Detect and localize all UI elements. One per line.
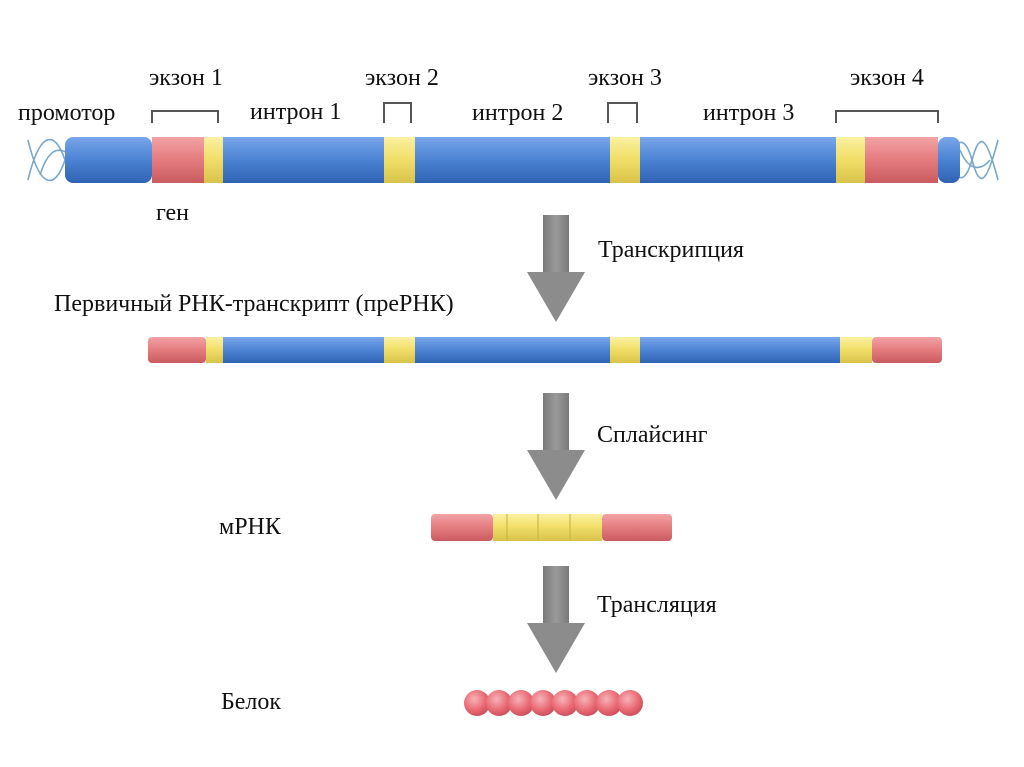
pre-rna-intron-2 — [415, 337, 610, 363]
exon-4-label: экзон 4 — [850, 65, 924, 91]
exon-4-utr — [836, 137, 865, 183]
splicing-label: Сплайсинг — [597, 422, 708, 448]
exon-4-bracket — [835, 110, 939, 123]
splicing-arrow — [527, 393, 585, 500]
gene-label: ген — [156, 200, 189, 226]
protein-bead — [617, 690, 643, 716]
mrna-exon-2 — [507, 514, 538, 541]
pre-rna-intron-3 — [640, 337, 840, 363]
protein-bead — [574, 690, 600, 716]
pre-rna-bar — [148, 337, 942, 363]
exon-1-coding — [152, 137, 204, 183]
exon-2-bracket — [383, 102, 412, 123]
translation-arrow — [527, 566, 585, 673]
protein-bead — [552, 690, 578, 716]
exon-3-bracket — [607, 102, 638, 123]
promoter-label: промотор — [18, 100, 115, 126]
protein-chain — [464, 690, 643, 716]
intron-3-segment — [640, 137, 836, 183]
mrna-exon-1-utr — [493, 514, 507, 541]
pre-rna-exon-1-utr — [206, 337, 223, 363]
mrna-3-coding — [602, 514, 672, 541]
protein-bead — [508, 690, 534, 716]
exon-3-label: экзон 3 — [588, 65, 662, 91]
intron-1-label: интрон 1 — [250, 99, 341, 125]
pre-rna-exon-2 — [384, 337, 415, 363]
protein-label: Белок — [221, 689, 281, 715]
downstream-region — [938, 137, 960, 183]
mrna-bar — [431, 514, 672, 541]
protein-bead — [596, 690, 622, 716]
pre-rna-label: Первичный РНК-транскрипт (преРНК) — [54, 291, 454, 317]
intron-2-label: интрон 2 — [472, 100, 563, 126]
exon-brackets — [151, 102, 939, 123]
intron-3-label: интрон 3 — [703, 100, 794, 126]
exon-2-segment — [384, 137, 415, 183]
promoter-region — [65, 137, 152, 183]
exon-4-coding — [865, 137, 938, 183]
mrna-exon-4-utr — [570, 514, 602, 541]
intron-2-segment — [415, 137, 610, 183]
exon-2-label: экзон 2 — [365, 65, 439, 91]
mrna-exon-3 — [538, 514, 570, 541]
translation-label: Трансляция — [597, 592, 717, 618]
gene-bar — [65, 137, 960, 183]
pre-rna-exon-3 — [610, 337, 640, 363]
exon-1-bracket — [151, 110, 219, 123]
protein-bead — [486, 690, 512, 716]
protein-bead — [530, 690, 556, 716]
transcription-label: Транскрипция — [598, 237, 744, 263]
mrna-label: мРНК — [219, 514, 282, 540]
pre-rna-exon-4-utr — [840, 337, 872, 363]
pre-rna-intron-1 — [223, 337, 384, 363]
exon-3-segment — [610, 137, 640, 183]
pre-rna-exon-4-coding — [872, 337, 942, 363]
exon-1-utr — [204, 137, 223, 183]
pre-rna-exon-1-coding — [148, 337, 206, 363]
mrna-5-coding — [431, 514, 493, 541]
protein-bead — [464, 690, 490, 716]
intron-1-segment — [223, 137, 384, 183]
exon-1-label: экзон 1 — [149, 65, 223, 91]
transcription-arrow — [527, 215, 585, 322]
